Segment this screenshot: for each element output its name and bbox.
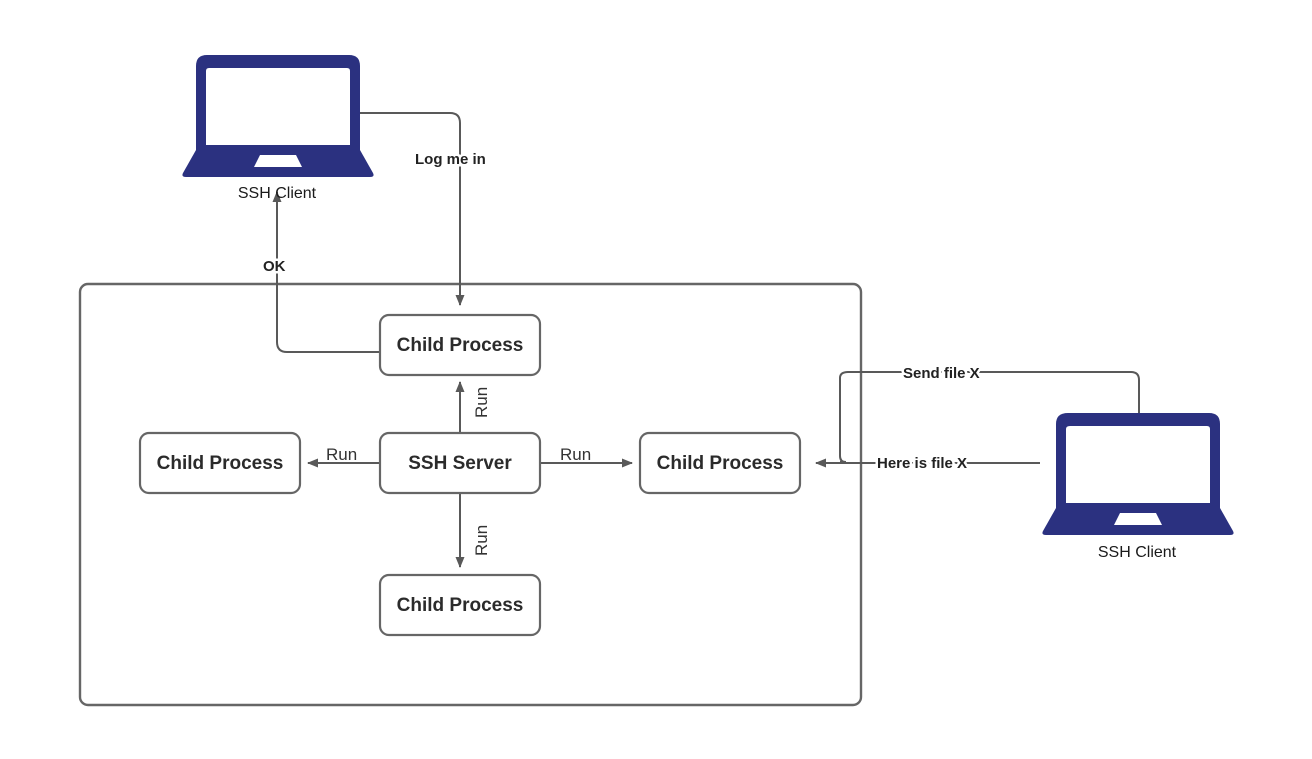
connector-log-me-in — [357, 112, 465, 306]
node-box — [378, 573, 542, 637]
edge-label-run-right: Run — [558, 443, 593, 466]
node-box — [138, 431, 302, 495]
node-label: Child Process — [157, 453, 284, 474]
edge-label-ok: OK — [261, 256, 289, 278]
edge-label-send-file-x: Send file X — [901, 363, 983, 385]
edge-label-text: Run — [472, 525, 491, 556]
edge-label-text: Here is file X — [877, 455, 967, 472]
laptop-icon-ssh-client-right[interactable]: SSH Client — [1042, 413, 1234, 561]
node-child-process-right[interactable]: Child Process — [638, 431, 802, 495]
edge-label-text: Run — [472, 387, 491, 418]
node-label: Child Process — [657, 453, 784, 474]
node-box — [638, 431, 802, 495]
node-box — [378, 431, 542, 495]
connector-send-file-x — [839, 371, 1140, 463]
device-label: SSH Client — [1098, 544, 1177, 561]
edge-label-run-up: Run — [470, 385, 493, 420]
laptop-icon-ssh-client-top[interactable]: SSH Client — [182, 55, 374, 202]
node-child-process-left[interactable]: Child Process — [138, 431, 302, 495]
edge-label-log-me-in: Log me in — [413, 149, 489, 171]
laptop-screen-display — [206, 68, 350, 145]
ssh-server-host-boundary — [78, 282, 863, 707]
node-ssh-server[interactable]: SSH Server — [378, 431, 542, 495]
node-label: Child Process — [397, 335, 524, 356]
edge-label-text: Send file X — [903, 365, 980, 382]
edge-label-text: Log me in — [415, 151, 486, 168]
device-label: SSH Client — [238, 185, 317, 202]
node-box — [378, 313, 542, 377]
connector-ok — [272, 191, 380, 353]
node-label: SSH Server — [408, 453, 512, 474]
node-label: Child Process — [397, 595, 524, 616]
laptop-notch — [1114, 513, 1162, 525]
node-child-process-bottom[interactable]: Child Process — [378, 573, 542, 637]
laptop-notch — [254, 155, 302, 167]
edge-label-text: Run — [560, 445, 591, 464]
node-child-process-top[interactable]: Child Process — [378, 313, 542, 377]
edge-label-run-left: Run — [324, 443, 359, 466]
edge-label-run-down: Run — [470, 523, 493, 558]
edge-label-text: OK — [263, 258, 286, 275]
edge-label-here-is-file-x: Here is file X — [875, 453, 970, 475]
laptop-screen-display — [1066, 426, 1210, 503]
edge-label-text: Run — [326, 445, 357, 464]
